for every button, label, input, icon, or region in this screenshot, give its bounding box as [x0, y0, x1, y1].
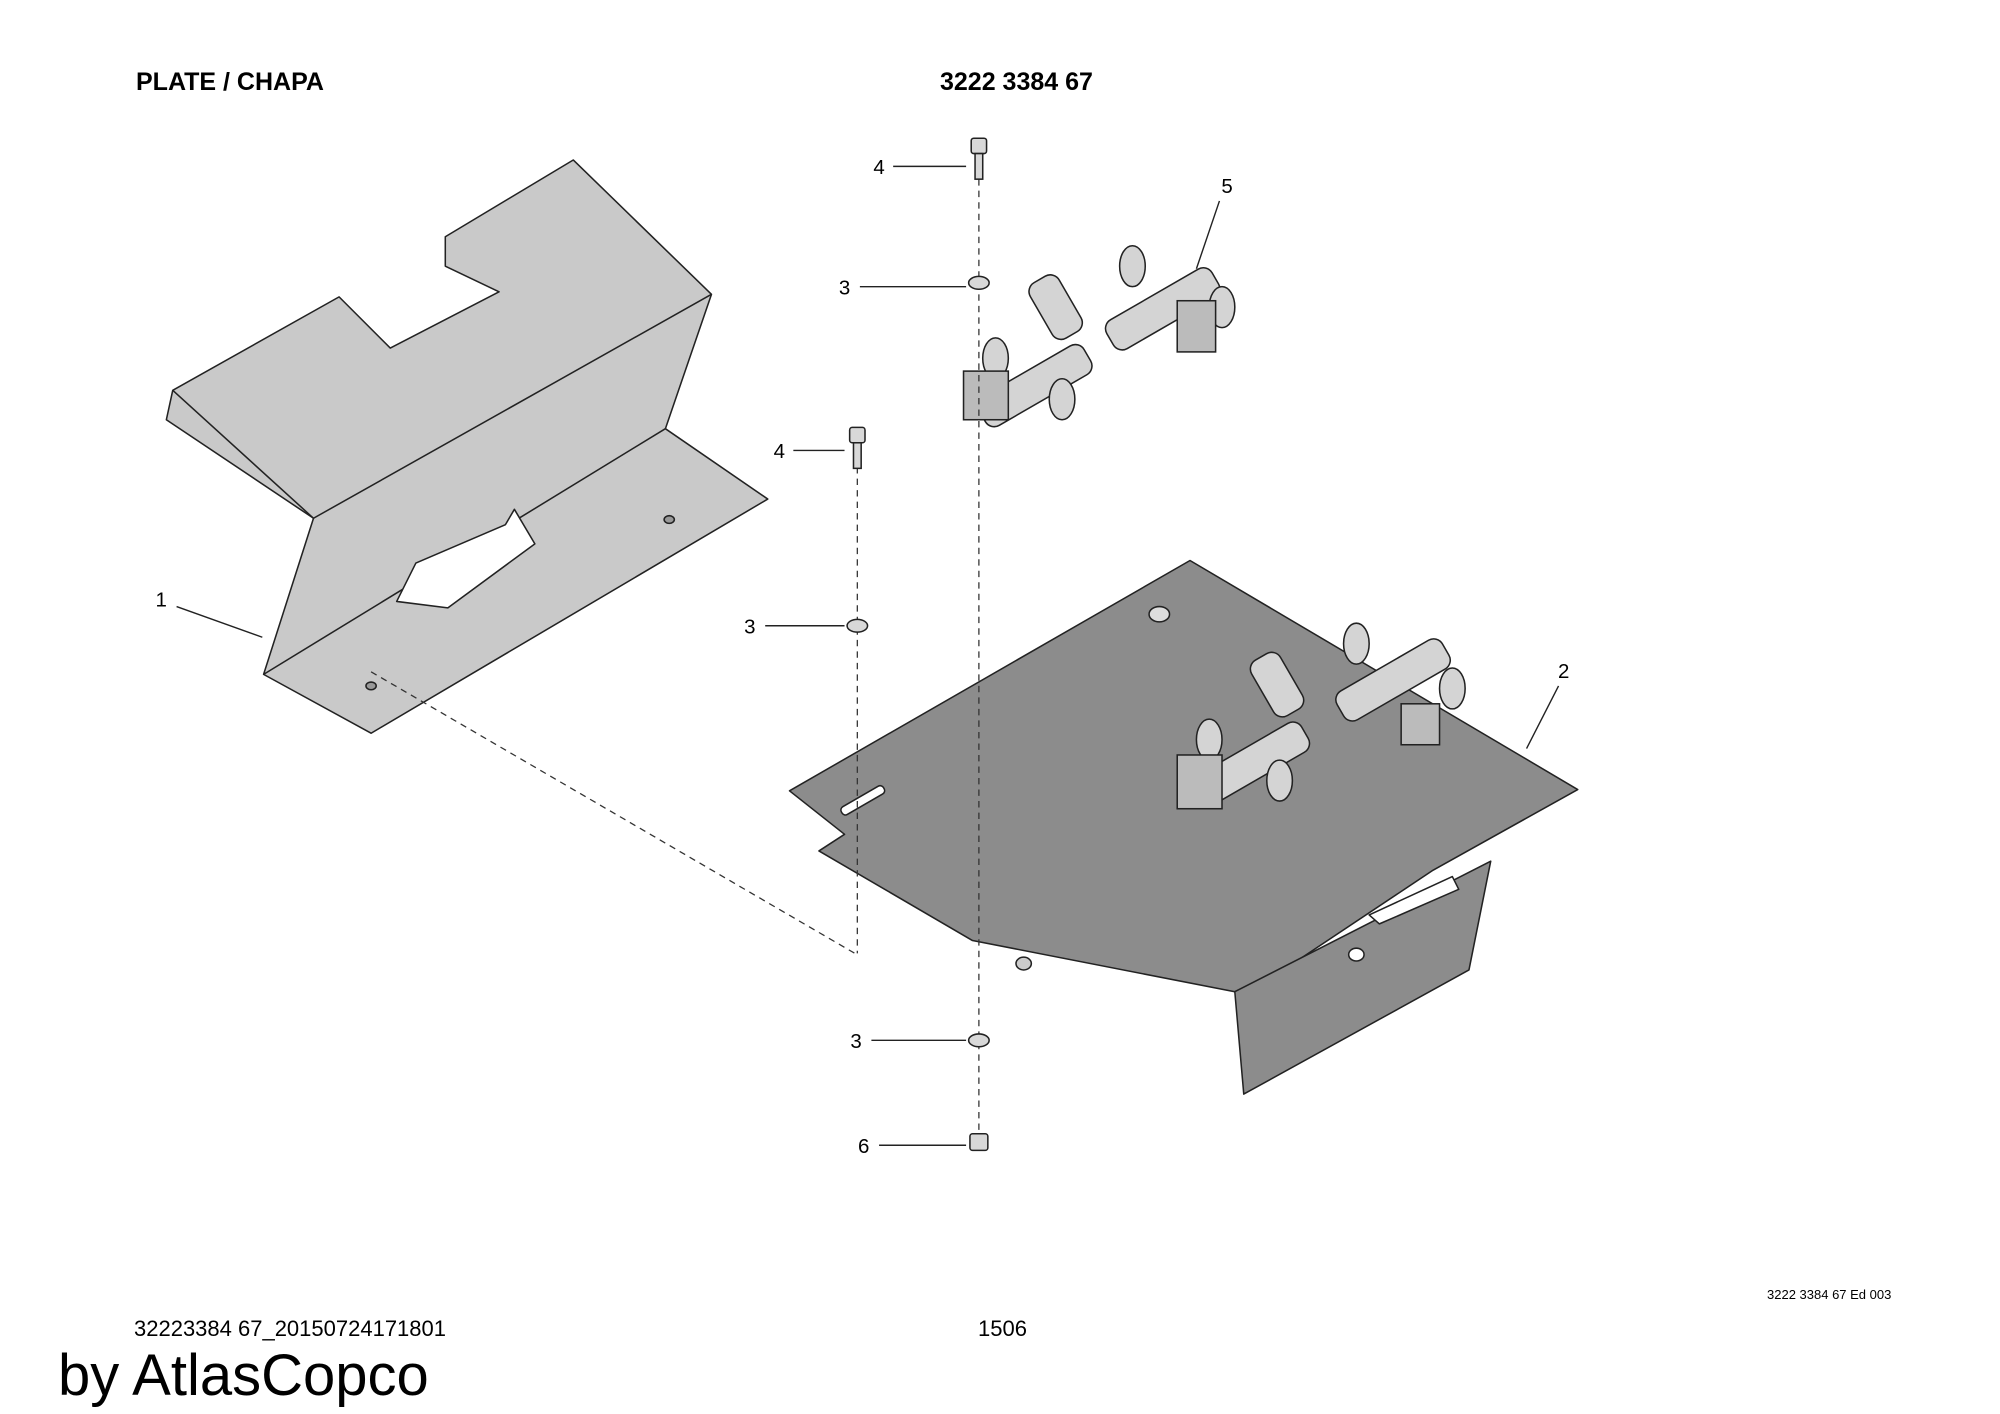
document-id: 32223384 67_20150724171801 — [134, 1316, 446, 1341]
plate-2[interactable] — [788, 559, 1579, 1095]
bolt-4-upper[interactable] — [970, 137, 988, 180]
callout-3-lower[interactable]: 3 — [850, 1030, 861, 1053]
callout-2[interactable]: 2 — [1558, 660, 1569, 683]
callout-4-upper[interactable]: 4 — [873, 156, 884, 179]
page-number: 1506 — [978, 1316, 1027, 1341]
plate-1[interactable] — [165, 159, 769, 734]
nut-6[interactable] — [969, 1132, 989, 1152]
valve-fitting-assembly[interactable] — [962, 244, 1236, 431]
callout-6[interactable]: 6 — [858, 1135, 869, 1158]
washer-3-middle[interactable] — [846, 618, 869, 633]
callout-3-upper[interactable]: 3 — [839, 276, 850, 299]
callout-3-middle[interactable]: 3 — [744, 615, 755, 638]
washer-3-upper[interactable] — [967, 275, 990, 290]
part-number: 3222 3384 67 — [940, 68, 1093, 96]
valve-fitting-mounted — [1176, 622, 1466, 810]
callout-5[interactable]: 5 — [1221, 175, 1232, 198]
callout-1[interactable]: 1 — [156, 589, 167, 612]
watermark: by AtlasCopco — [58, 1343, 429, 1408]
leader-lines — [176, 165, 1560, 1146]
assembly-lines — [370, 179, 980, 1137]
washer-3-lower[interactable] — [967, 1033, 990, 1048]
callout-4-lower[interactable]: 4 — [774, 440, 785, 463]
edition-label: 3222 3384 67 Ed 003 — [1767, 1287, 1892, 1302]
bolt-4-lower[interactable] — [848, 426, 866, 470]
drawing-title: PLATE / CHAPA — [136, 68, 324, 96]
